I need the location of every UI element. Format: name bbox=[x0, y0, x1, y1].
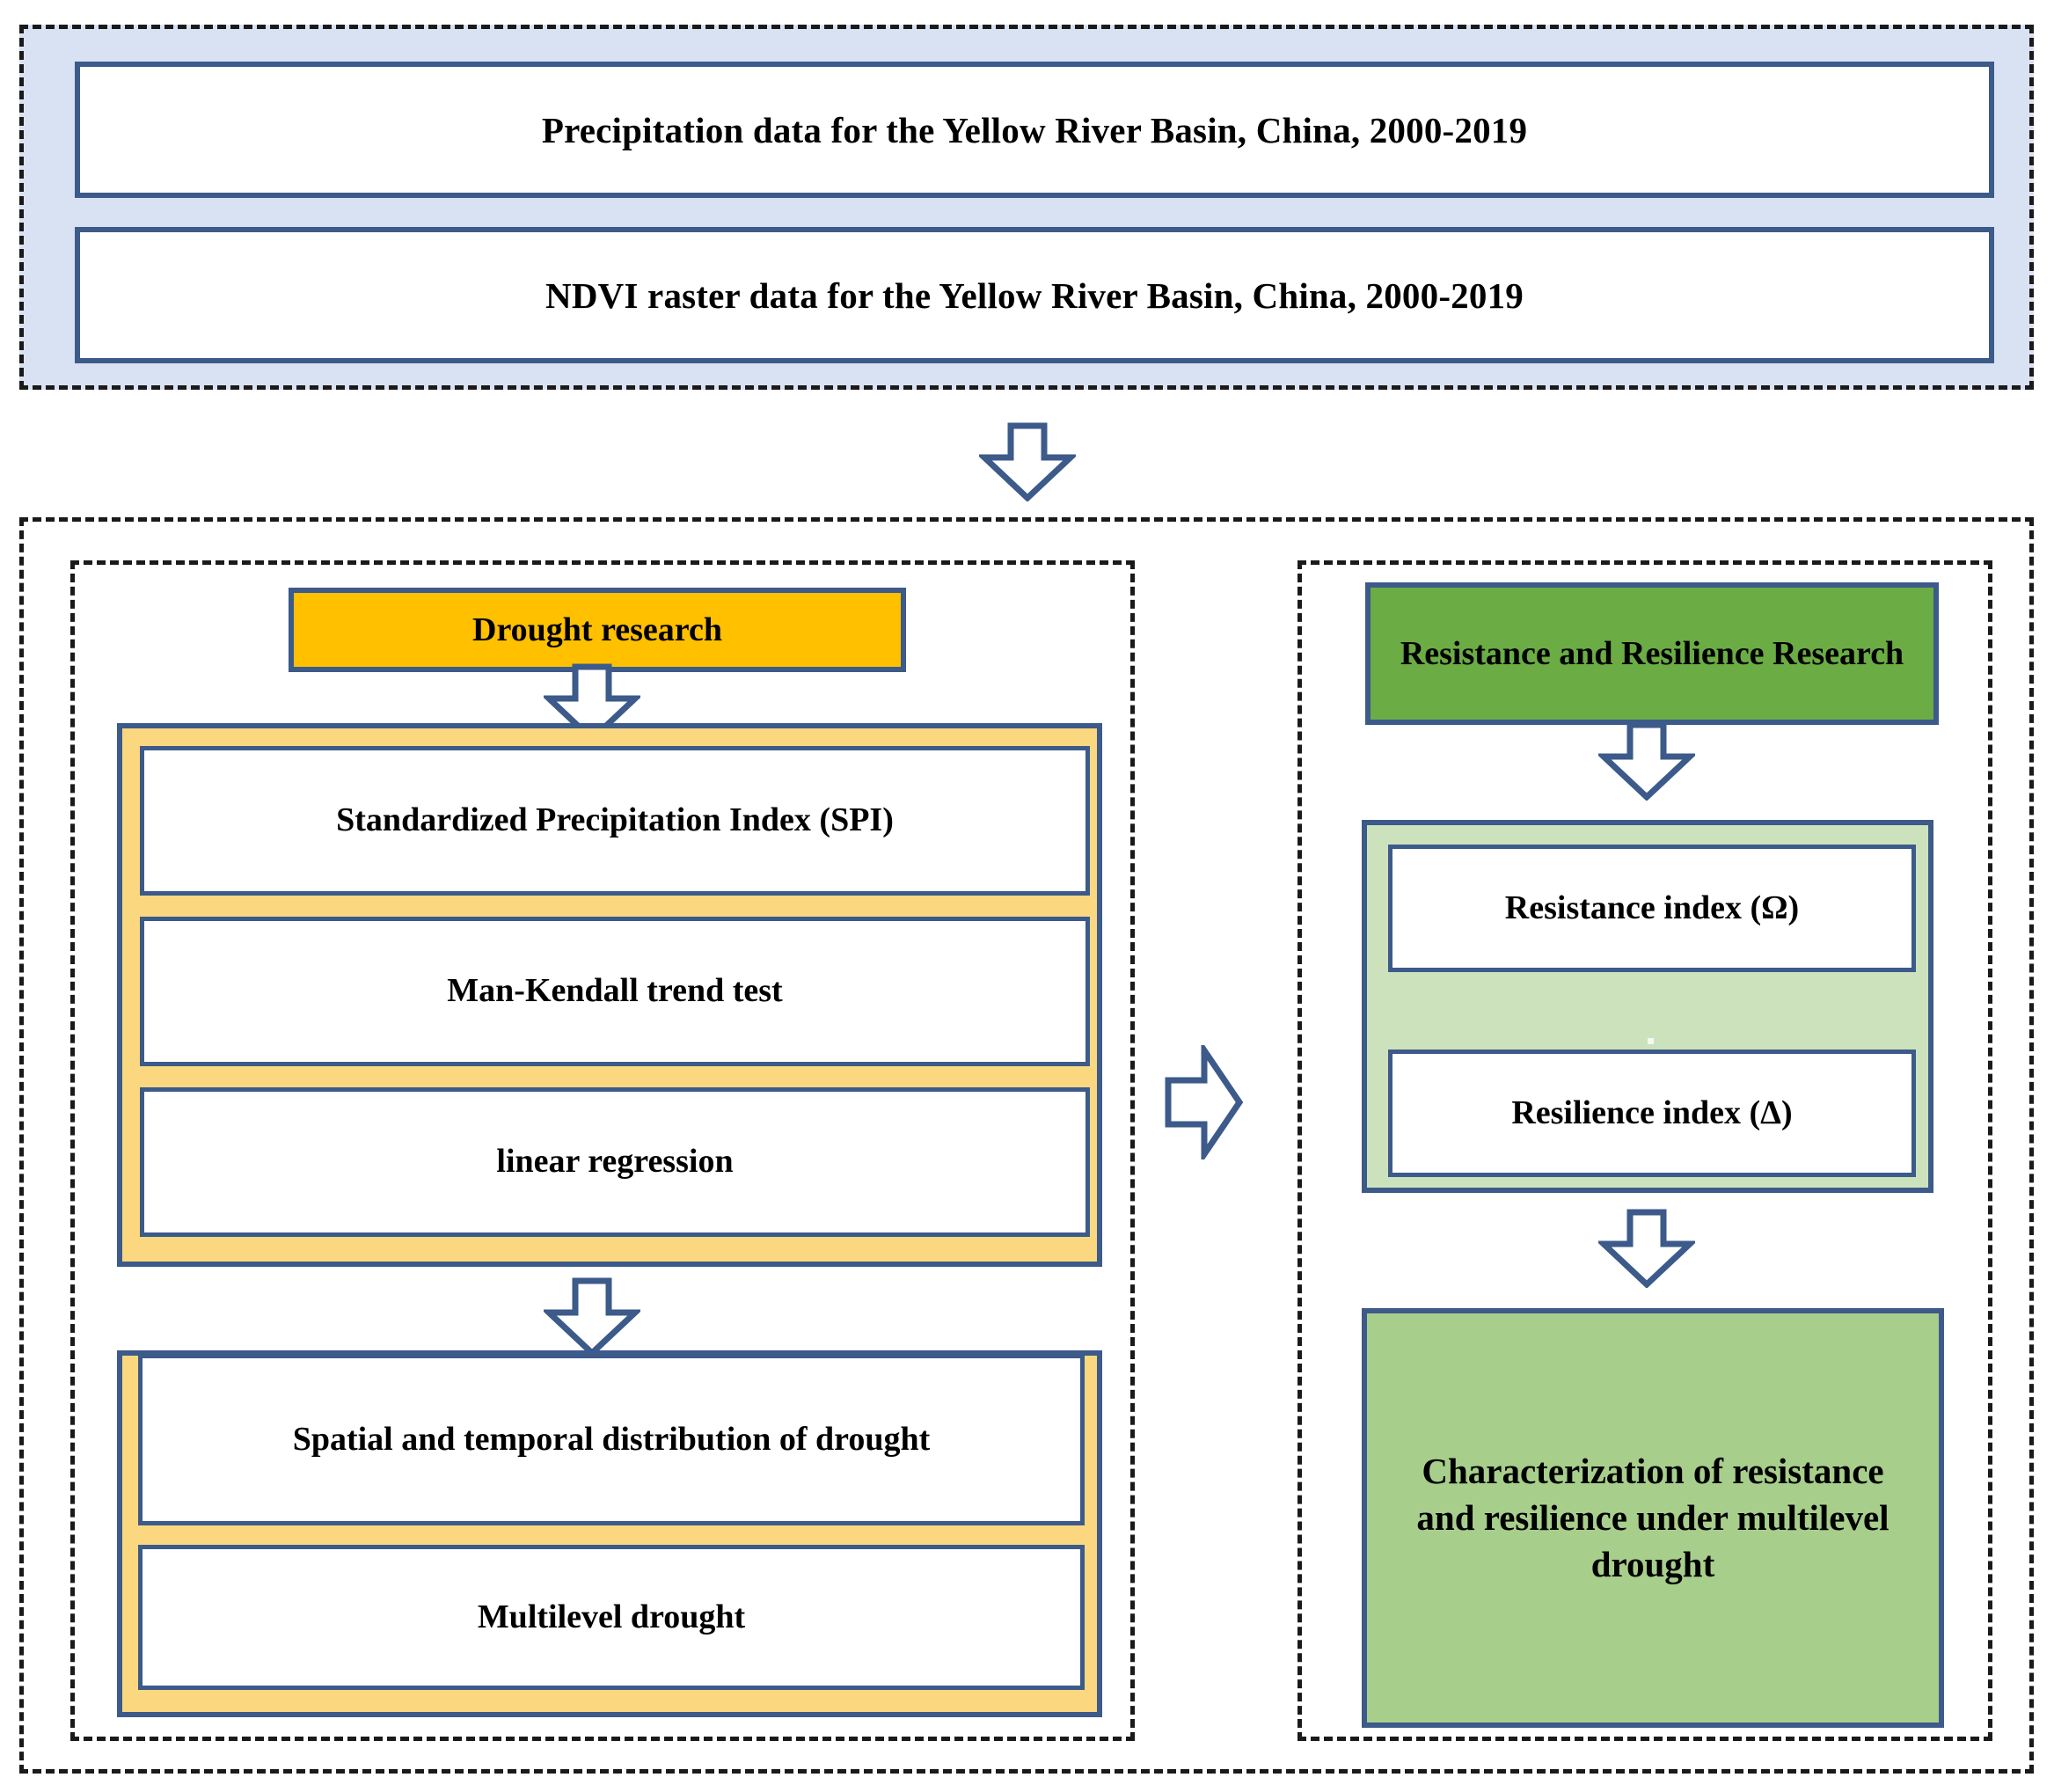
data-source-precipitation-label: Precipitation data for the Yellow River … bbox=[541, 109, 1528, 150]
arrow-right-icon-left-to-right bbox=[1165, 1045, 1243, 1159]
arrow-down-icon-header-to-methods bbox=[544, 663, 640, 742]
method-box-linear-regression-label: linear regression bbox=[496, 1143, 734, 1181]
drought-research-header-label: Drought research bbox=[472, 611, 722, 648]
render-artifact-dot bbox=[1648, 1038, 1654, 1044]
data-source-ndvi-label: NDVI raster data for the Yellow River Ba… bbox=[545, 274, 1524, 316]
method-box-man-kendall: Man-Kendall trend test bbox=[140, 917, 1090, 1066]
output-box-spatial-temporal-label: Spatial and temporal distribution of dro… bbox=[292, 1420, 931, 1458]
output-box-multilevel-drought: Multilevel drought bbox=[138, 1545, 1085, 1690]
data-sources-panel: Precipitation data for the Yellow River … bbox=[19, 25, 2034, 390]
resistance-resilience-panel: Resistance and Resilience Research Resis… bbox=[1297, 560, 1992, 1741]
resistance-resilience-header: Resistance and Resilience Research bbox=[1365, 582, 1939, 725]
method-box-linear-regression: linear regression bbox=[140, 1087, 1090, 1237]
method-box-man-kendall-label: Man-Kendall trend test bbox=[447, 972, 783, 1010]
data-source-ndvi: NDVI raster data for the Yellow River Ba… bbox=[75, 227, 1994, 363]
conclusion-box-label: Characterization of resistance and resil… bbox=[1416, 1450, 1890, 1585]
output-box-spatial-temporal: Spatial and temporal distribution of dro… bbox=[138, 1354, 1085, 1525]
method-box-spi-label: Standardized Precipitation Index (SPI) bbox=[336, 801, 894, 839]
index-box-resistance: Resistance index (Ω) bbox=[1388, 845, 1916, 972]
drought-research-header: Drought research bbox=[289, 588, 906, 672]
arrow-down-icon-data-to-methods bbox=[979, 422, 1076, 501]
resistance-resilience-header-label: Resistance and Resilience Research bbox=[1400, 634, 1904, 672]
output-box-multilevel-drought-label: Multilevel drought bbox=[477, 1598, 746, 1635]
drought-methods-group: Standardized Precipitation Index (SPI) M… bbox=[117, 723, 1102, 1267]
method-box-spi: Standardized Precipitation Index (SPI) bbox=[140, 746, 1090, 896]
indices-group: Resistance index (Ω) Resilience index (Δ… bbox=[1362, 820, 1933, 1193]
drought-outputs-group: Spatial and temporal distribution of dro… bbox=[117, 1350, 1102, 1717]
data-source-precipitation: Precipitation data for the Yellow River … bbox=[75, 62, 1994, 198]
drought-research-panel: Drought research Standardized Precipitat… bbox=[70, 560, 1135, 1741]
index-box-resilience-label: Resilience index (Δ) bbox=[1511, 1093, 1793, 1131]
conclusion-box: Characterization of resistance and resil… bbox=[1362, 1308, 1944, 1728]
arrow-down-icon-indices-to-conclusion bbox=[1598, 1209, 1695, 1288]
index-box-resistance-label: Resistance index (Ω) bbox=[1504, 889, 1800, 926]
arrow-down-icon-header-to-indices bbox=[1598, 721, 1695, 801]
arrow-down-icon-methods-to-outputs bbox=[544, 1277, 640, 1357]
index-box-resilience: Resilience index (Δ) bbox=[1388, 1050, 1916, 1177]
methodology-panel: Drought research Standardized Precipitat… bbox=[19, 517, 2034, 1774]
